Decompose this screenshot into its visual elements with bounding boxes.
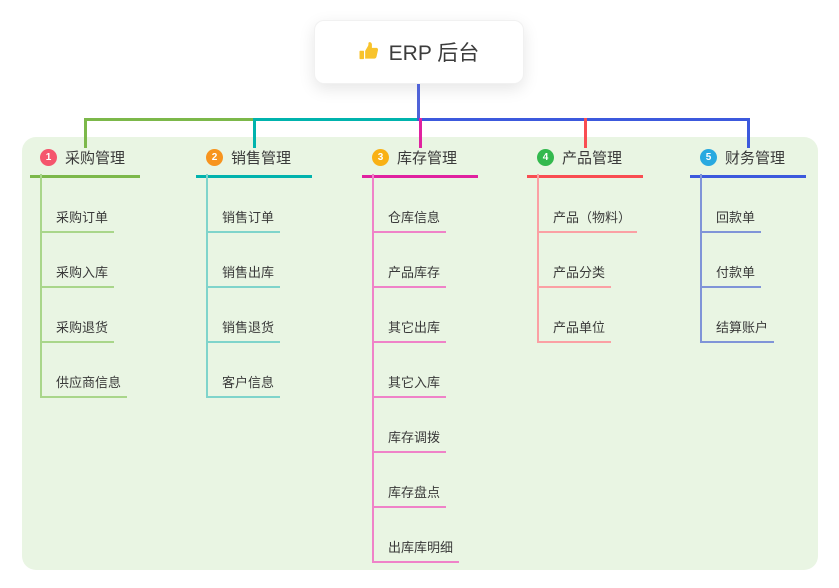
branch-trunk-line [537, 174, 539, 341]
branch-title[interactable]: 3 库存管理 [362, 147, 478, 178]
child-item[interactable]: 产品单位 [537, 317, 612, 343]
child-item-label: 采购退货 [56, 320, 109, 335]
child-item[interactable]: 出库库明细 [372, 537, 460, 563]
branch-5: 5 财务管理回款单付款单结算账户 [690, 137, 839, 570]
child-item-label: 其它出库 [388, 320, 441, 335]
branch-title[interactable]: 2 销售管理 [196, 147, 312, 178]
branch-title[interactable]: 5 财务管理 [690, 147, 806, 178]
child-item[interactable]: 仓库信息 [372, 207, 447, 233]
child-item-label: 出库库明细 [388, 540, 454, 555]
child-item-label: 仓库信息 [388, 210, 441, 225]
connector-drop-branch5 [746, 118, 750, 148]
child-item-label: 销售订单 [222, 210, 275, 225]
branch-number-badge: 1 [40, 149, 57, 166]
child-item[interactable]: 产品（物料） [537, 207, 638, 233]
child-item-label: 结算账户 [716, 320, 769, 335]
branch-2: 2 销售管理销售订单销售出库销售退货客户信息 [196, 137, 372, 570]
child-item[interactable]: 回款单 [700, 207, 762, 233]
branch-trunk-line [206, 174, 208, 396]
mindmap-panel: 1 采购管理采购订单采购入库采购退货供应商信息 2 销售管理销售订单销售出库销售退货客… [22, 137, 818, 570]
child-item[interactable]: 产品分类 [537, 262, 612, 288]
child-item-label: 库存调拨 [388, 430, 441, 445]
child-item-label: 采购入库 [56, 265, 109, 280]
connector-root-vertical [416, 84, 420, 121]
child-item[interactable]: 销售出库 [206, 262, 281, 288]
branch-title-label: 库存管理 [397, 150, 458, 167]
child-item-label: 采购订单 [56, 210, 109, 225]
child-item-label: 客户信息 [222, 375, 275, 390]
child-item-label: 产品（物料） [553, 210, 632, 225]
child-item-label: 供应商信息 [56, 375, 122, 390]
branch-number-badge: 2 [206, 149, 223, 166]
child-item-label: 产品分类 [553, 265, 606, 280]
child-item-label: 库存盘点 [388, 485, 441, 500]
child-item[interactable]: 采购入库 [40, 262, 115, 288]
branch-number-badge: 5 [700, 149, 717, 166]
child-item[interactable]: 销售退货 [206, 317, 281, 343]
branch-1: 1 采购管理采购订单采购入库采购退货供应商信息 [30, 137, 200, 570]
connector-drop-branch2 [252, 118, 256, 148]
branch-trunk-line [40, 174, 42, 396]
child-item-label: 销售出库 [222, 265, 275, 280]
child-item-label: 产品库存 [388, 265, 441, 280]
connector-horizontal-branch1 [85, 118, 254, 121]
connector-horizontal-branch2 [254, 118, 417, 121]
branch-3: 3 库存管理仓库信息产品库存其它出库其它入库库存调拨库存盘点出库库明细 [362, 137, 538, 570]
branch-title-label: 销售管理 [231, 150, 292, 167]
child-item[interactable]: 库存盘点 [372, 482, 447, 508]
child-item[interactable]: 库存调拨 [372, 427, 447, 453]
child-item-label: 销售退货 [222, 320, 275, 335]
child-item-label: 付款单 [716, 265, 756, 280]
child-item[interactable]: 采购订单 [40, 207, 115, 233]
branch-title[interactable]: 1 采购管理 [30, 147, 140, 178]
branch-title-label: 产品管理 [562, 150, 623, 167]
branch-title[interactable]: 4 产品管理 [527, 147, 643, 178]
child-item[interactable]: 客户信息 [206, 372, 281, 398]
connector-drop-branch4 [583, 118, 587, 148]
child-item-label: 产品单位 [553, 320, 606, 335]
thumbs-up-icon [359, 42, 378, 60]
child-item[interactable]: 其它出库 [372, 317, 447, 343]
branch-number-badge: 3 [372, 149, 389, 166]
branch-4: 4 产品管理产品（物料） 产品分类产品单位 [527, 137, 703, 570]
child-item[interactable]: 其它入库 [372, 372, 447, 398]
child-item-label: 其它入库 [388, 375, 441, 390]
child-item[interactable]: 产品库存 [372, 262, 447, 288]
child-item-label: 回款单 [716, 210, 756, 225]
branch-title-label: 财务管理 [725, 150, 786, 167]
branch-number-badge: 4 [537, 149, 554, 166]
branch-title-label: 采购管理 [65, 150, 126, 167]
branch-trunk-line [700, 174, 702, 341]
root-label: ERP 后台 [388, 42, 480, 65]
child-item[interactable]: 采购退货 [40, 317, 115, 343]
connector-drop-branch3 [418, 118, 422, 148]
child-item[interactable]: 结算账户 [700, 317, 775, 343]
child-item[interactable]: 供应商信息 [40, 372, 128, 398]
root-node[interactable]: ERP 后台 [314, 20, 524, 84]
branch-trunk-line [372, 174, 374, 561]
child-item[interactable]: 销售订单 [206, 207, 281, 233]
connector-horizontal-branch5 [416, 118, 750, 121]
connector-drop-branch1 [83, 118, 87, 148]
child-item[interactable]: 付款单 [700, 262, 762, 288]
